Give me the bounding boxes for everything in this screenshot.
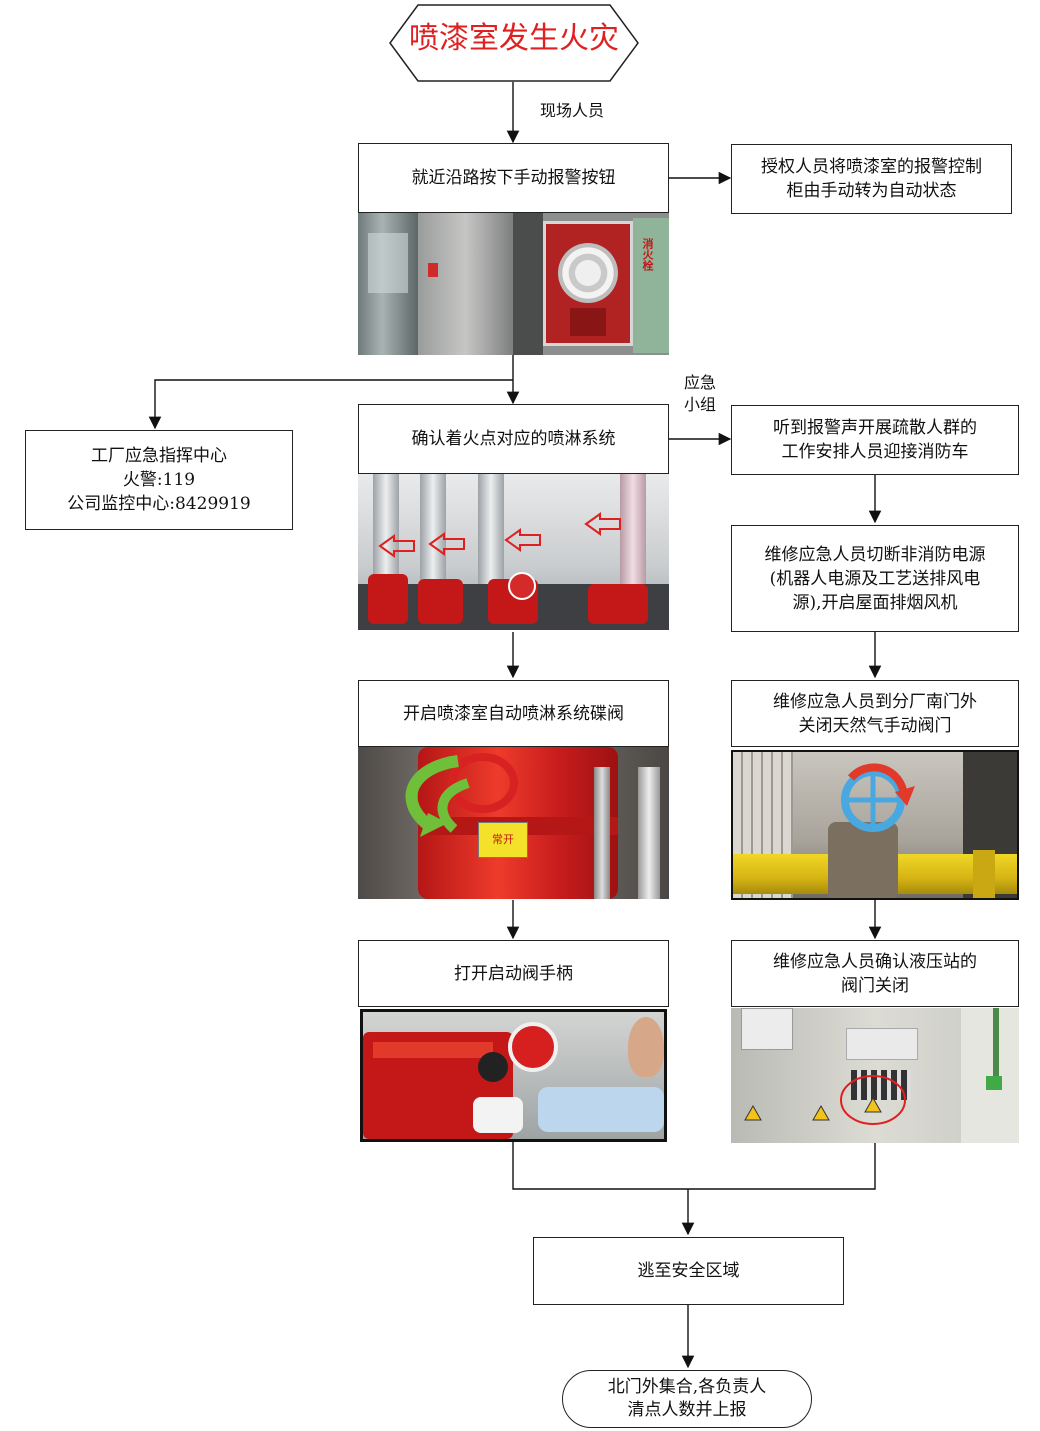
open-butterfly-valve-text: 开启喷漆室自动喷淋系统碟阀 bbox=[403, 703, 624, 724]
command-center-box: 工厂应急指挥中心 火警:119 公司监控中心:8429919 bbox=[25, 430, 293, 530]
auth-switch-line2: 柜由手动转为自动状态 bbox=[786, 181, 957, 201]
assemble-line1: 北门外集合,各负责人 bbox=[607, 1377, 767, 1397]
open-handle-photo bbox=[360, 1009, 667, 1142]
fire-alarm-number: 火警:119 bbox=[122, 470, 196, 490]
sprinkler-valves-photo bbox=[358, 474, 669, 630]
red-arrow-markers bbox=[378, 512, 621, 558]
assemble-line2: 清点人数并上报 bbox=[627, 1400, 747, 1420]
green-rotate-arrow bbox=[405, 755, 470, 837]
open-butterfly-valve-step: 开启喷漆室自动喷淋系统碟阀 bbox=[358, 680, 669, 747]
command-center-text: 工厂应急指挥中心 bbox=[91, 446, 227, 466]
cut-power-line3: 源),开启屋面排烟风机 bbox=[792, 592, 958, 613]
auth-switch-line1: 授权人员将喷漆室的报警控制 bbox=[761, 157, 982, 177]
hydrant-sign: 消火栓 bbox=[641, 238, 654, 271]
butterfly-valve-photo: 常开 bbox=[358, 747, 669, 899]
open-handle-step: 打开启动阀手柄 bbox=[358, 940, 669, 1007]
assemble-terminal: 北门外集合,各负责人 清点人数并上报 bbox=[562, 1370, 812, 1428]
press-alarm-step: 就近沿路按下手动报警按钮 bbox=[358, 143, 669, 213]
label-emergency-team: 应急 小组 bbox=[684, 372, 716, 416]
label-onsite-staff: 现场人员 bbox=[540, 101, 605, 120]
emergency-team-line2: 小组 bbox=[684, 395, 717, 414]
highlight-circle bbox=[744, 1075, 906, 1125]
evacuate-line2: 工作安排人员迎接消防车 bbox=[781, 442, 969, 462]
start-node bbox=[389, 4, 639, 82]
handwheel-rotate-icon bbox=[841, 763, 915, 832]
escape-text: 逃至安全区域 bbox=[637, 1261, 740, 1281]
confirm-sprinkler-step: 确认着火点对应的喷淋系统 bbox=[358, 404, 669, 474]
hydraulic-line2: 阀门关闭 bbox=[841, 975, 909, 996]
hydraulic-line1: 维修应急人员确认液压站的 bbox=[773, 951, 977, 972]
confirm-sprinkler-text: 确认着火点对应的喷淋系统 bbox=[411, 429, 616, 449]
valve-tag: 常开 bbox=[478, 822, 528, 858]
hydrant-cabinet-photo: 消火栓 bbox=[358, 213, 669, 355]
hydraulic-panel-photo bbox=[731, 1008, 1019, 1143]
hydraulic-valve-step: 维修应急人员确认液压站的 阀门关闭 bbox=[731, 940, 1019, 1007]
evacuate-line1: 听到报警声开展疏散人群的 bbox=[773, 418, 977, 438]
gas-valve-photo bbox=[731, 750, 1019, 900]
emergency-team-line1: 应急 bbox=[684, 373, 717, 392]
gas-valve-line1: 维修应急人员到分厂南门外 bbox=[773, 691, 977, 712]
cut-power-line1: 维修应急人员切断非消防电源 bbox=[764, 544, 986, 565]
open-handle-text: 打开启动阀手柄 bbox=[454, 963, 573, 984]
escape-safe-area-step: 逃至安全区域 bbox=[533, 1237, 844, 1305]
auth-switch-step: 授权人员将喷漆室的报警控制 柜由手动转为自动状态 bbox=[731, 144, 1012, 214]
press-alarm-text: 就近沿路按下手动报警按钮 bbox=[411, 168, 616, 188]
evacuate-step: 听到报警声开展疏散人群的 工作安排人员迎接消防车 bbox=[731, 405, 1019, 475]
start-title: 喷漆室发生火灾 bbox=[409, 21, 619, 56]
gas-valve-step: 维修应急人员到分厂南门外 关闭天然气手动阀门 bbox=[731, 680, 1019, 747]
cut-power-line2: (机器人电源及工艺送排风电 bbox=[769, 568, 981, 589]
monitor-center-number: 公司监控中心:8429919 bbox=[67, 494, 251, 514]
cut-power-step: 维修应急人员切断非消防电源 (机器人电源及工艺送排风电 源),开启屋面排烟风机 bbox=[731, 525, 1019, 632]
gas-valve-line2: 关闭天然气手动阀门 bbox=[798, 715, 952, 736]
